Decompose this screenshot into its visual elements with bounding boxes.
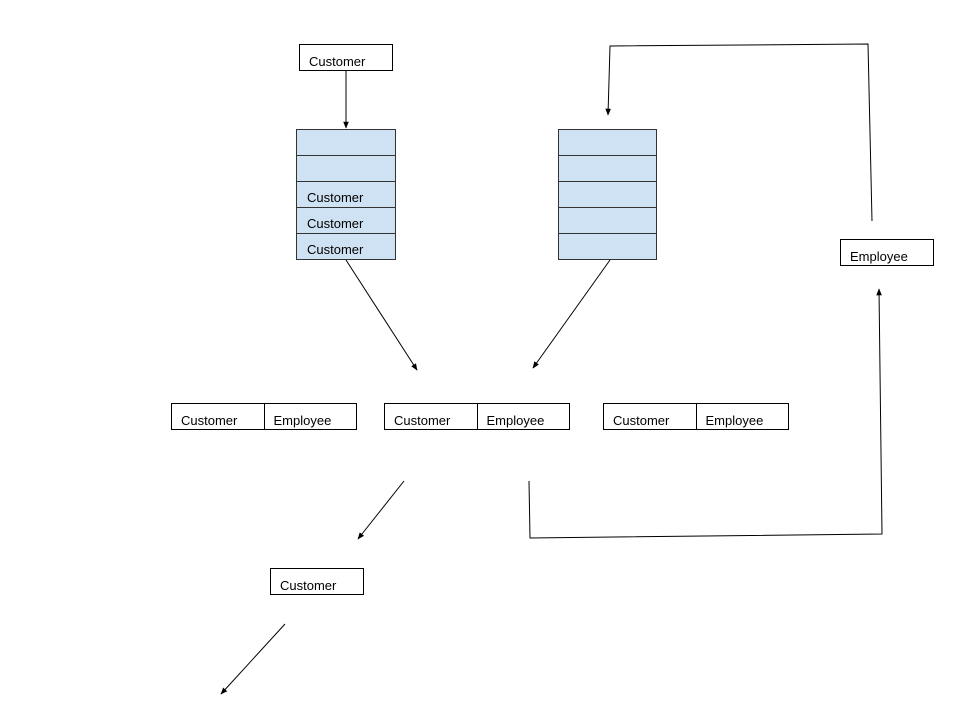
- station-customer-label: Customer: [181, 413, 238, 428]
- employee-queue-slot: [558, 181, 657, 208]
- arrow-customer-queue-to-station: [345, 259, 418, 371]
- customer-queue-slot: [296, 155, 396, 182]
- arrow-employee-return-to-queue: [605, 43, 873, 222]
- incoming-customer-label: Customer: [309, 54, 366, 69]
- employee-queue-slot: [558, 207, 657, 234]
- station-customer-cell: Customer: [172, 404, 264, 429]
- station-customer-cell: Customer: [385, 404, 477, 429]
- station-employee-label: Employee: [273, 413, 332, 428]
- service-station-left: Customer Employee: [171, 403, 357, 430]
- employee-queue-slot: [558, 233, 657, 260]
- customer-queue-slot: [296, 129, 396, 156]
- employee-queue-slot: [558, 129, 657, 156]
- departing-customer-box: Customer: [270, 568, 364, 595]
- queue-slot-label: Customer: [307, 242, 364, 257]
- service-station-right: Customer Employee: [603, 403, 789, 430]
- arrow-customer-exit: [220, 623, 286, 695]
- station-employee-cell: Employee: [695, 404, 789, 429]
- returning-employee-box: Employee: [840, 239, 934, 266]
- returning-employee-label: Employee: [850, 249, 908, 264]
- station-employee-label: Employee: [486, 413, 545, 428]
- station-employee-cell: Employee: [263, 404, 357, 429]
- station-employee-label: Employee: [705, 413, 764, 428]
- queue-slot-label: Customer: [307, 190, 364, 205]
- customer-queue-slot: Customer: [296, 181, 396, 208]
- arrow-station-to-departing-customer: [357, 480, 405, 540]
- departing-customer-label: Customer: [280, 578, 337, 593]
- customer-queue-slot: Customer: [296, 207, 396, 234]
- station-employee-cell: Employee: [476, 404, 570, 429]
- station-customer-label: Customer: [613, 413, 670, 428]
- service-station-center: Customer Employee: [384, 403, 570, 430]
- station-customer-cell: Customer: [604, 404, 696, 429]
- arrow-employee-queue-to-station: [532, 259, 611, 369]
- arrow-station-to-released-employee: [528, 288, 883, 539]
- station-customer-label: Customer: [394, 413, 451, 428]
- employee-queue-slot: [558, 155, 657, 182]
- customer-queue-slot: Customer: [296, 233, 396, 260]
- queue-slot-label: Customer: [307, 216, 364, 231]
- incoming-customer-box: Customer: [299, 44, 393, 71]
